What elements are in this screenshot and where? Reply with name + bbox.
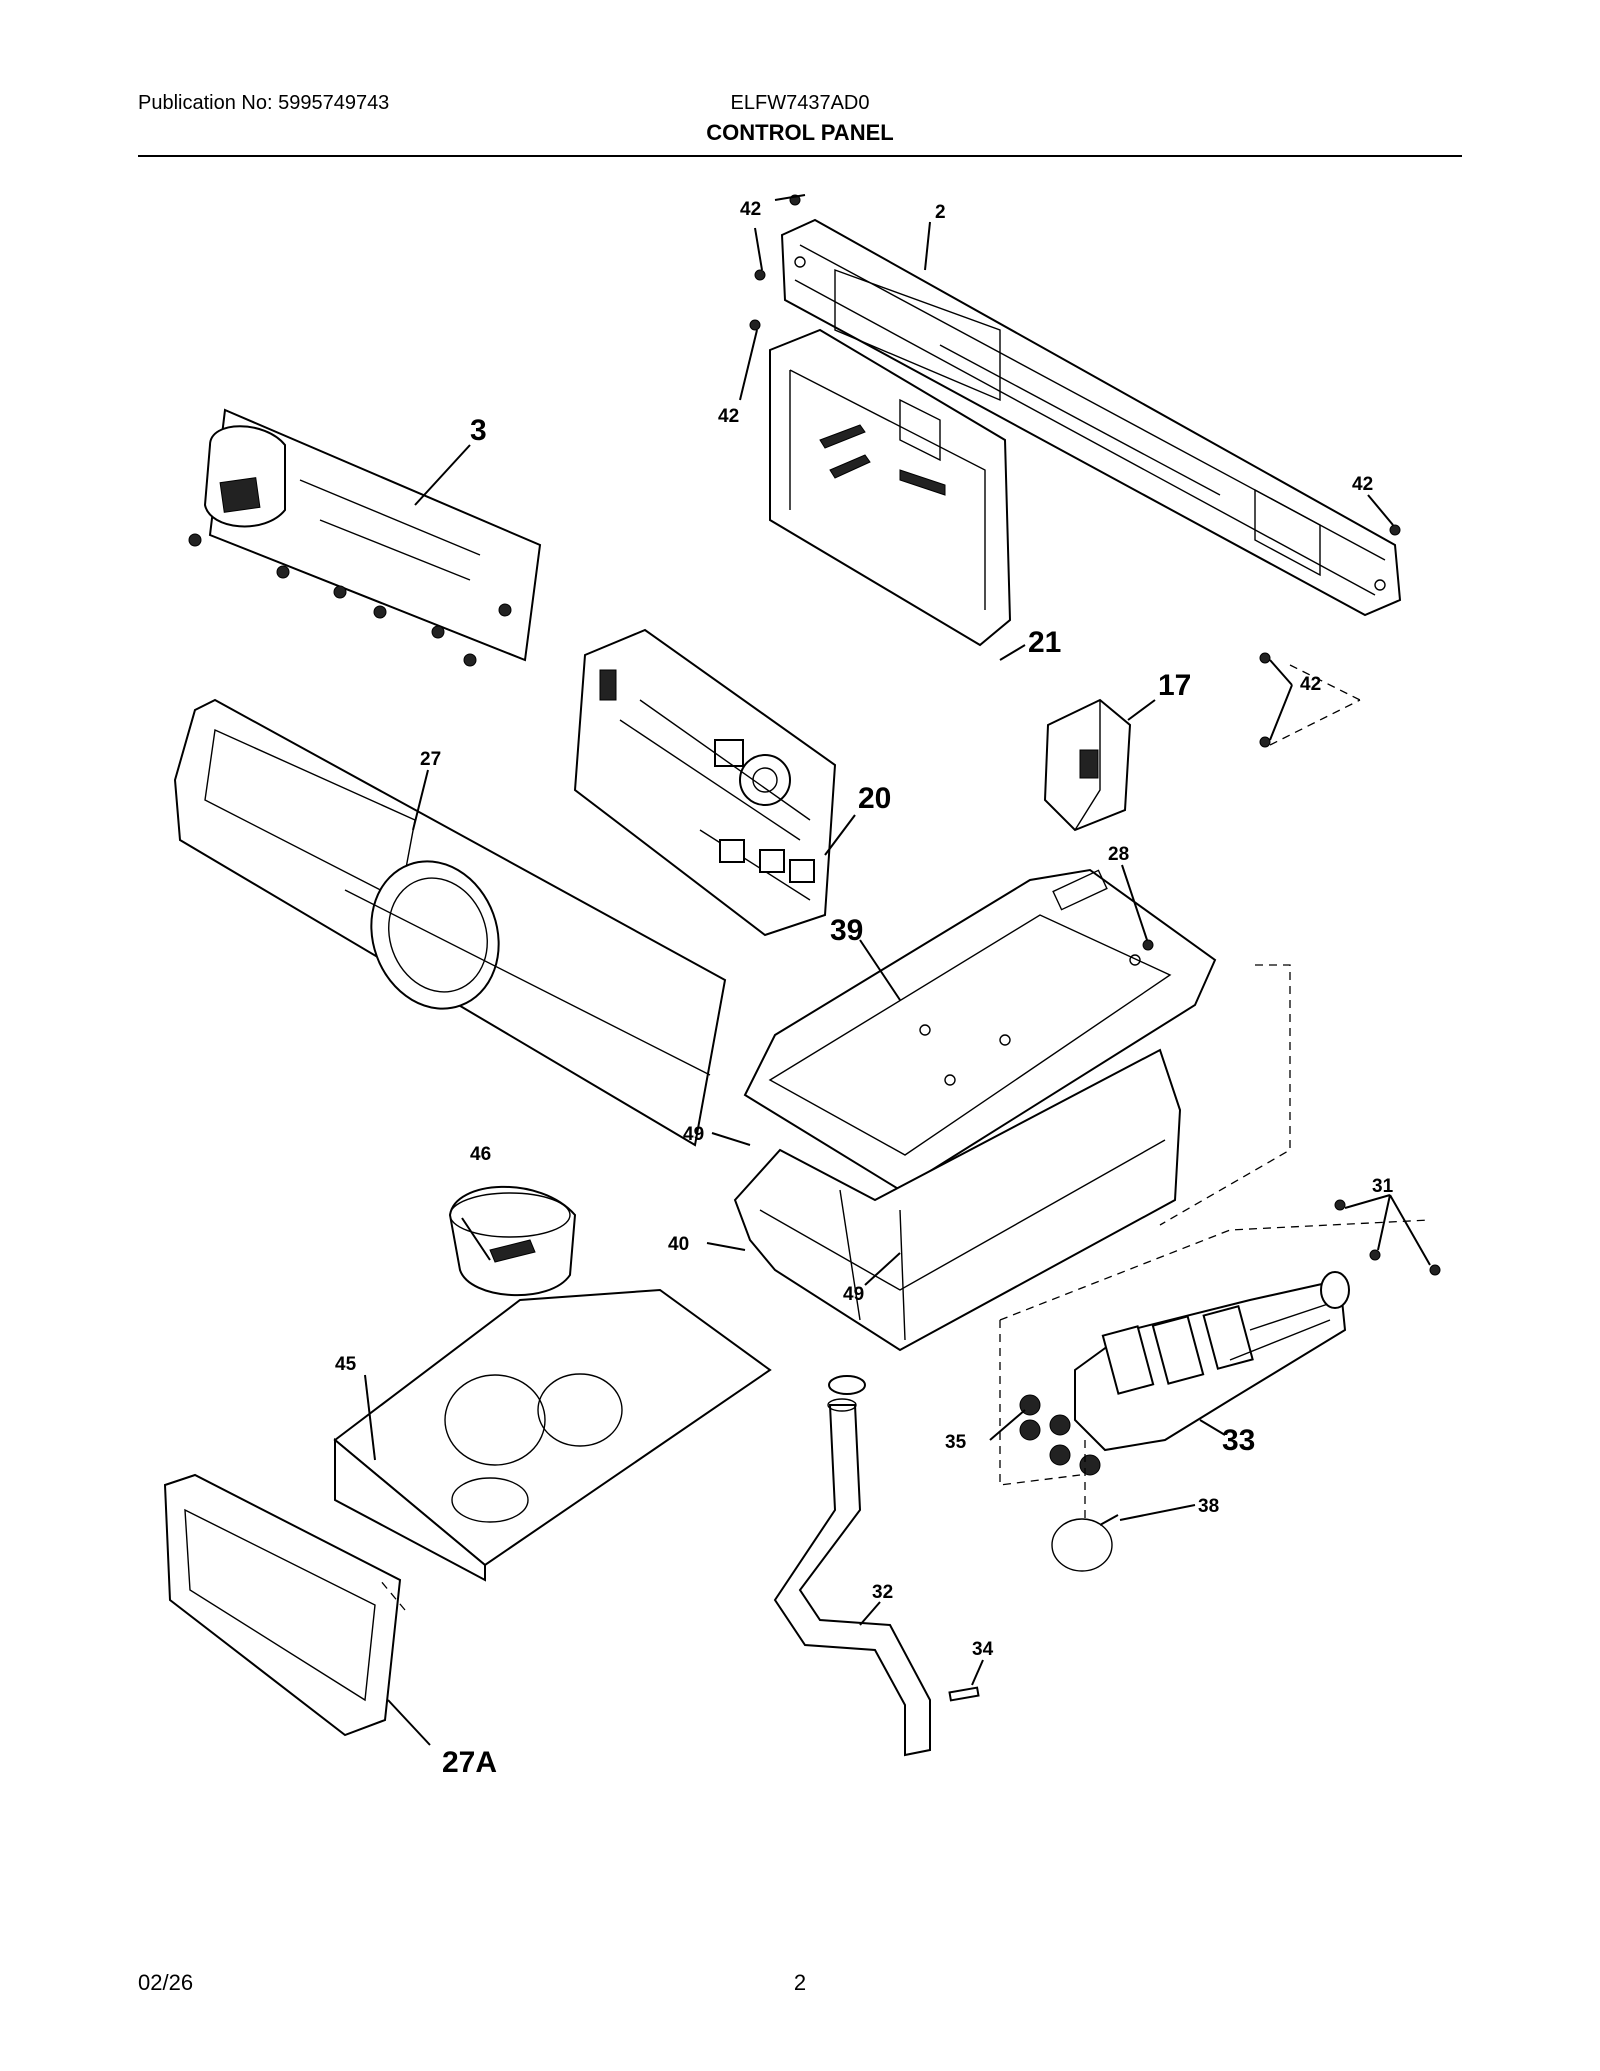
dispenser-housing-part — [733, 1048, 1182, 1352]
screws — [749, 194, 1441, 1276]
callout-34: 34 — [972, 1639, 994, 1660]
callout-49: 49 — [683, 1124, 704, 1145]
callout-35: 35 — [945, 1432, 967, 1453]
callout-42: 42 — [1352, 474, 1373, 495]
main-board-part — [573, 628, 837, 937]
console-panel-part — [780, 218, 1402, 617]
page-title: CONTROL PANEL — [706, 120, 894, 145]
model-number: ELFW7437AD0 — [730, 92, 870, 114]
callout-31: 31 — [1372, 1176, 1394, 1197]
callout-2: 2 — [935, 202, 946, 223]
header-divider — [138, 155, 1462, 157]
callout-42: 42 — [718, 406, 739, 427]
callout-28: 28 — [1108, 844, 1129, 865]
softener-cup-part — [448, 1185, 577, 1297]
callout-3: 3 — [470, 414, 487, 447]
page-number: 2 — [793, 1970, 807, 1995]
dispenser-drawer-part — [333, 1288, 772, 1582]
callout-labels: 42 2 42 3 42 21 17 42 20 27 28 39 49 46 … — [335, 199, 1394, 1779]
drawer-handle-part — [163, 1473, 402, 1737]
callout-40: 40 — [668, 1234, 689, 1255]
callout-17: 17 — [1158, 669, 1191, 702]
ui-board-part — [188, 408, 542, 667]
callout-49: 49 — [843, 1284, 864, 1305]
clamp-part — [948, 1686, 980, 1702]
callout-42: 42 — [740, 199, 761, 220]
dispenser-cover-part — [743, 868, 1217, 1192]
leader-lines — [364, 194, 1431, 1746]
callout-39: 39 — [830, 914, 863, 947]
callout-20: 20 — [858, 782, 891, 815]
callout-45: 45 — [335, 1354, 357, 1375]
callout-33: 33 — [1222, 1424, 1255, 1457]
water-valve-part — [1074, 1271, 1350, 1452]
callout-21: 21 — [1028, 626, 1061, 659]
callout-46: 46 — [470, 1144, 491, 1165]
hose-clamp-part — [1051, 1514, 1119, 1572]
pressure-switch-part — [1043, 698, 1132, 832]
footer-date: 02/26 — [138, 1970, 194, 1995]
hose-part — [773, 1375, 931, 1757]
publication-number: Publication No: 5995749743 — [138, 92, 390, 114]
callout-38: 38 — [1198, 1496, 1219, 1517]
callout-27A: 27A — [442, 1746, 497, 1779]
callout-42: 42 — [1300, 674, 1321, 695]
board-housing-part — [769, 328, 1012, 647]
callout-32: 32 — [872, 1582, 893, 1603]
assembly-lines — [379, 664, 1431, 1611]
callout-27: 27 — [420, 749, 441, 770]
fascia-part — [173, 698, 727, 1147]
